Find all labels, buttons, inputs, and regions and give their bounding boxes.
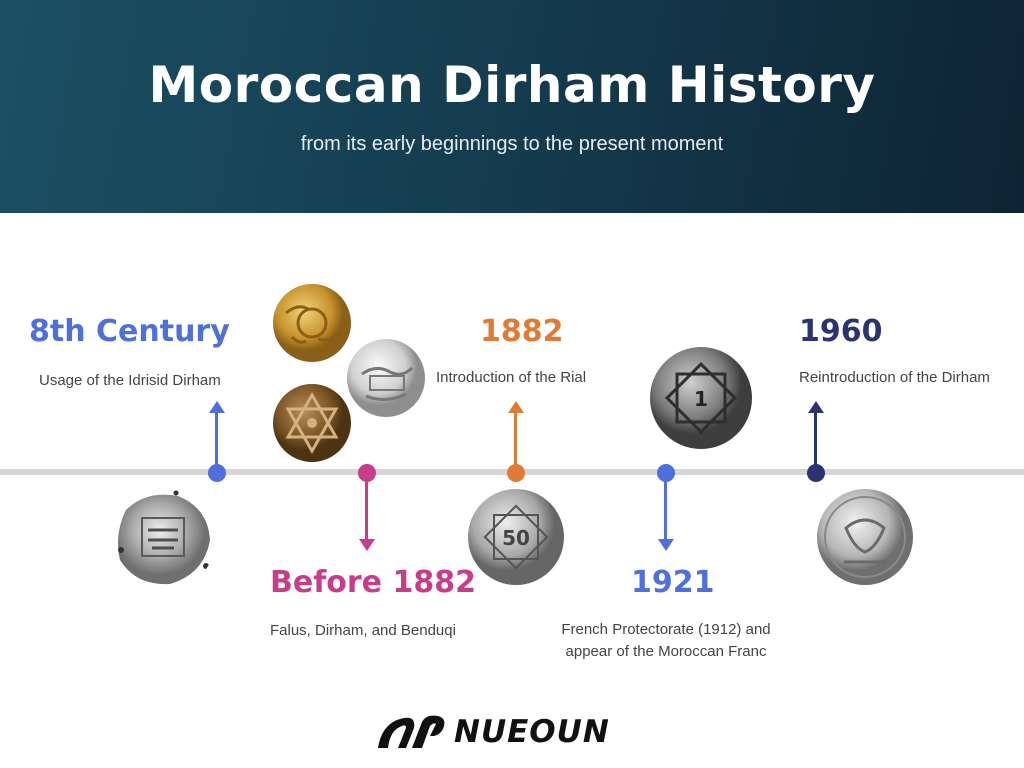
gold-falus-coin-image	[272, 283, 352, 363]
event-description-line: appear of the Moroccan Franc	[565, 643, 767, 660]
connector-stem	[514, 410, 517, 465]
event-heading-1882: 1882	[480, 314, 564, 349]
event-heading-1921: 1921	[631, 565, 715, 600]
timeline-marker-1960	[807, 464, 825, 482]
connector-stem	[215, 410, 218, 465]
event-heading-8th-century: 8th Century	[29, 314, 230, 349]
brand-logo: NUEOUN	[376, 712, 648, 752]
page-subtitle: from its early beginnings to the present…	[300, 133, 724, 155]
rial-coin-image: 50	[467, 488, 565, 586]
svg-text:1: 1	[694, 387, 708, 411]
moroccan-franc-coin-image: 1	[649, 346, 753, 450]
silver-dirham-coin-image	[346, 338, 426, 418]
timeline-marker-8th-century	[208, 464, 226, 482]
bronze-benduqi-coin-image	[272, 383, 352, 463]
event-heading-1960: 1960	[799, 314, 883, 349]
page-title: Moroccan Dirham History	[148, 56, 876, 114]
event-description-1960: Reintroduction of the Dirham	[799, 369, 990, 386]
logo-mark-icon	[378, 715, 445, 748]
timeline-marker-1882	[507, 464, 525, 482]
arrow-down-icon	[359, 539, 375, 551]
event-description-8th-century: Usage of the Idrisid Dirham	[39, 372, 221, 389]
event-description-1882: Introduction of the Rial	[436, 369, 587, 386]
connector-stem	[664, 478, 667, 540]
event-heading-before-1882: Before 1882	[270, 565, 476, 600]
connector-stem	[814, 410, 817, 465]
arrow-up-icon	[209, 401, 225, 413]
timeline-marker-1921	[657, 464, 675, 482]
logo-text: NUEOUN	[454, 714, 610, 750]
event-description-1921: French Protectorate (1912) and appear of…	[556, 619, 776, 663]
timeline-marker-before-1882	[358, 464, 376, 482]
event-description-before-1882: Falus, Dirham, and Benduqi	[270, 622, 456, 639]
arrow-up-icon	[508, 401, 524, 413]
event-description-line: French Protectorate (1912) and	[561, 621, 771, 638]
arrow-up-icon	[808, 401, 824, 413]
idrisid-dirham-coin-image	[112, 488, 216, 590]
header-banner: Moroccan Dirham History from its early b…	[0, 0, 1024, 213]
connector-stem	[365, 478, 368, 540]
svg-text:50: 50	[502, 526, 530, 550]
arrow-down-icon	[658, 539, 674, 551]
dirham-1960-coin-image	[816, 488, 914, 586]
